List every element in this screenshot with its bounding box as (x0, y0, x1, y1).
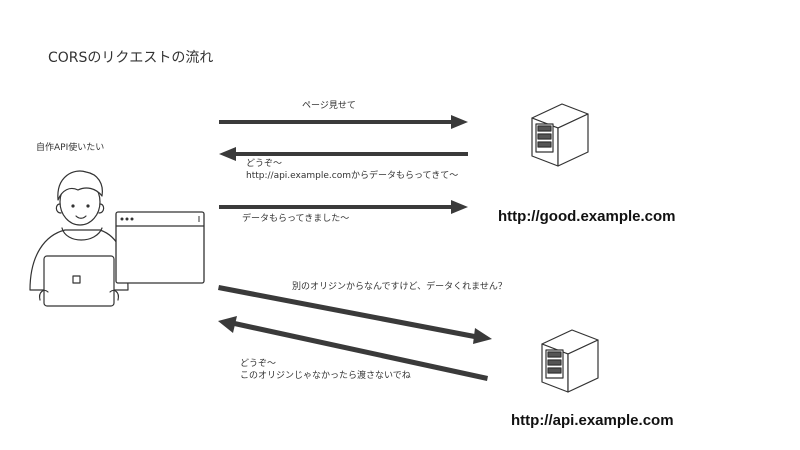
browser-window-icon (115, 211, 205, 284)
arrow-response-page (219, 147, 468, 161)
server-good-icon (531, 103, 589, 167)
user-label: 自作API使いたい (36, 143, 105, 153)
arrow-cross-origin-request (218, 285, 492, 344)
message-cross-origin-request: 別のオリジンからなんですけど、データくれません？ (292, 282, 507, 292)
message-request-page: ページ見せて (302, 101, 356, 111)
message-cross-origin-response-line1: どうぞ〜 (240, 359, 277, 369)
server-good-host: http://good.example.com (498, 208, 676, 225)
message-response-line1: どうぞ〜 (246, 159, 283, 169)
server-api-host: http://api.example.com (511, 412, 674, 429)
server-api-icon (541, 329, 599, 393)
message-report-data: データもらってきました〜 (242, 214, 350, 224)
user-with-laptop-icon (29, 170, 129, 307)
arrow-cross-origin-response (218, 316, 488, 381)
arrow-report-data (219, 200, 468, 214)
message-response-line2: http://api.example.comからデータもらってきて〜 (246, 171, 459, 181)
message-cross-origin-response-line2: このオリジンじゃなかったら渡さないでね (240, 371, 411, 381)
arrow-request-page (219, 115, 468, 129)
page-title: CORSのリクエストの流れ (48, 50, 214, 66)
